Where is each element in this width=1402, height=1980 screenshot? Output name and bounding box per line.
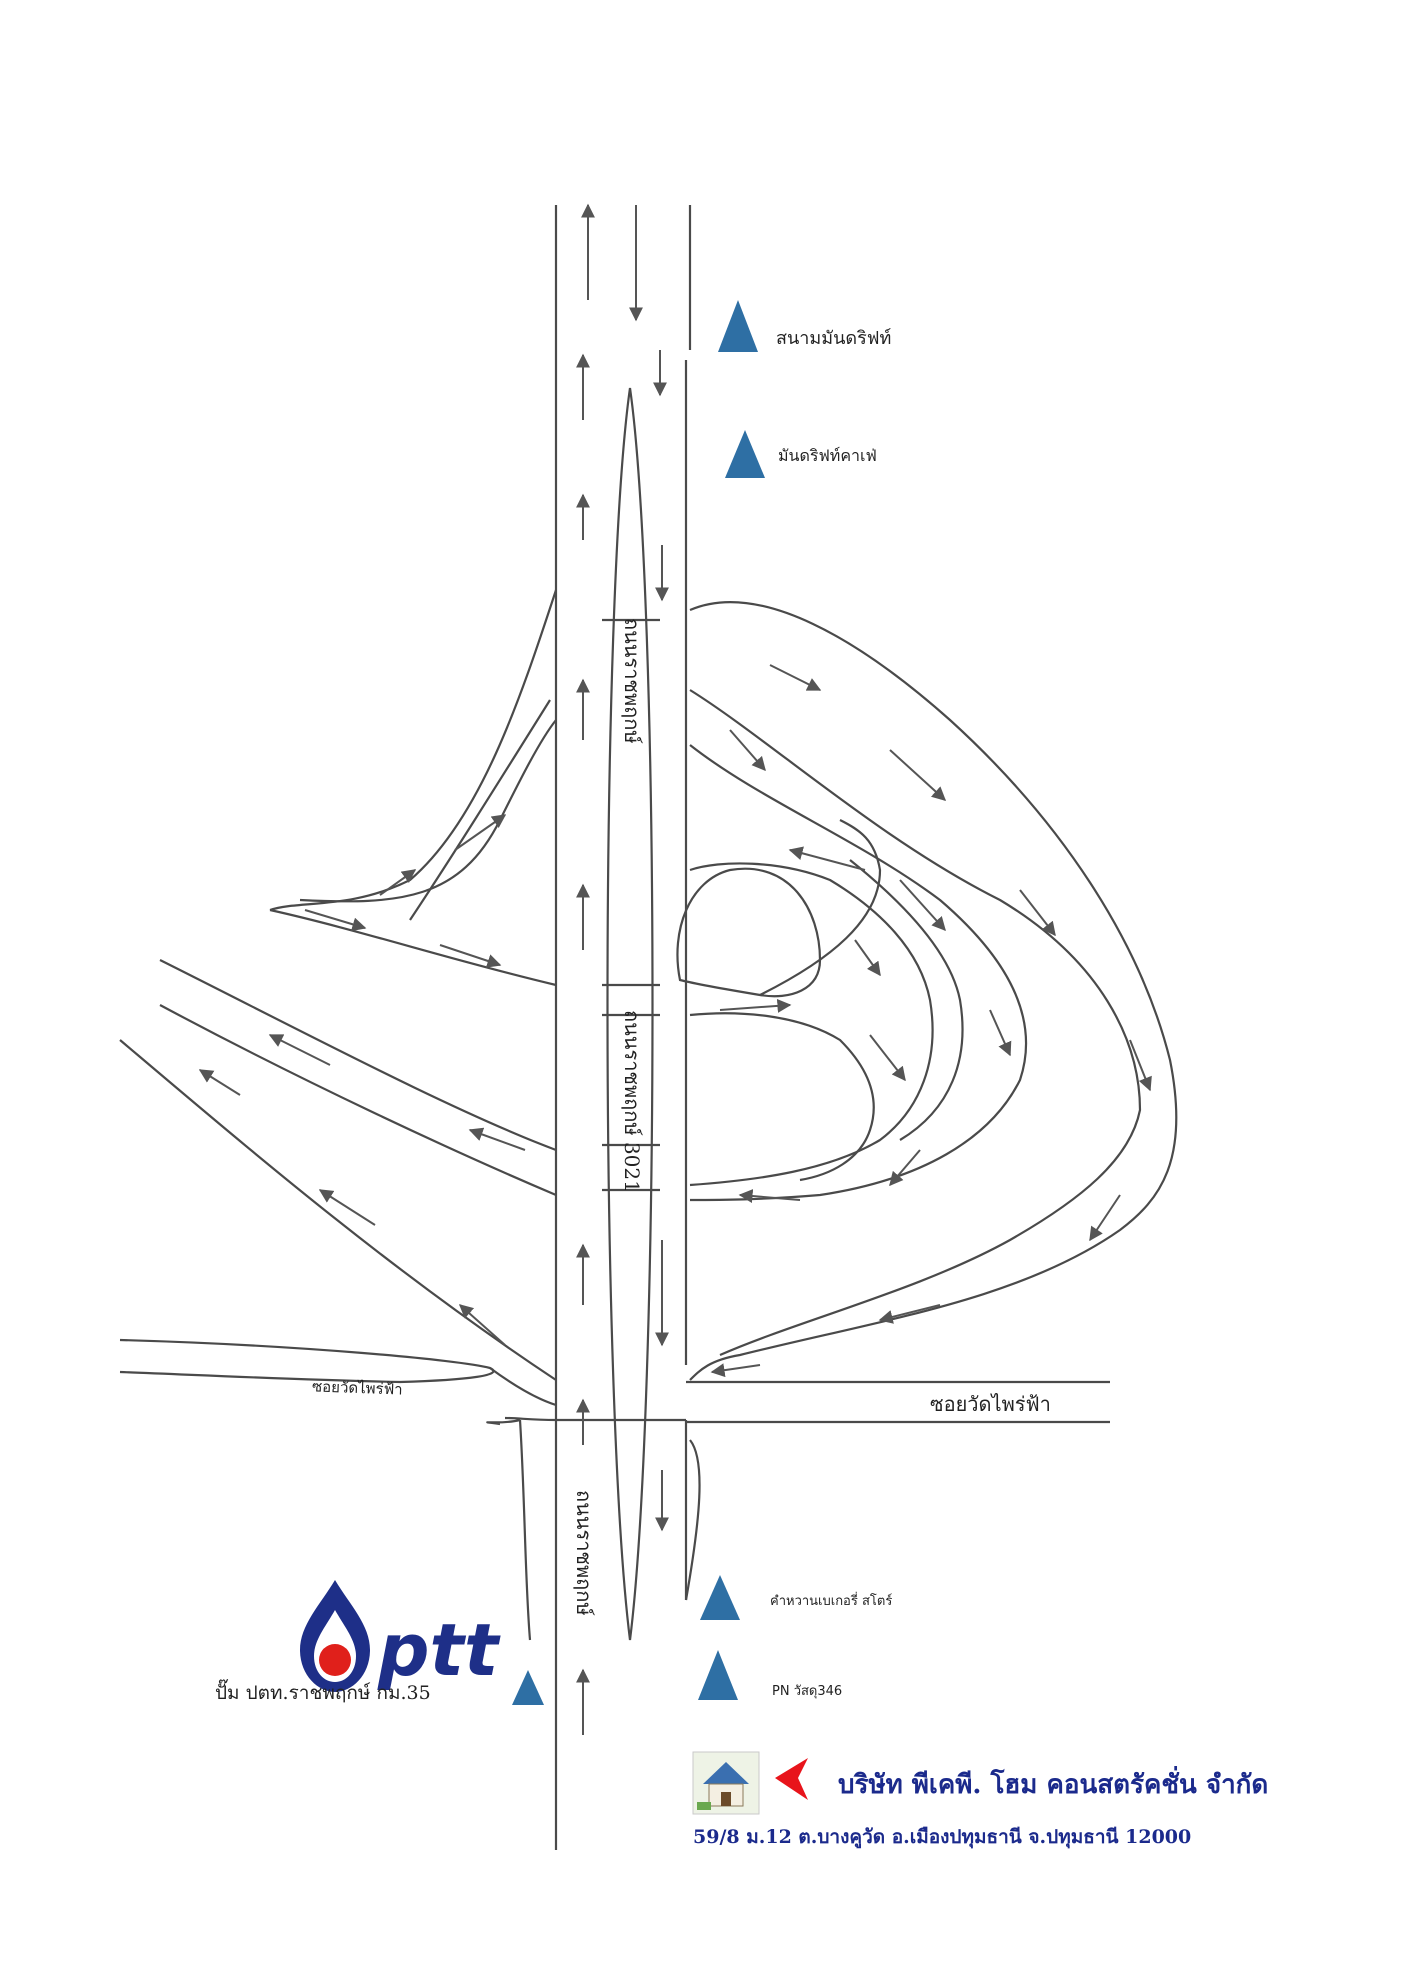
ptt-flame-logo-icon: ptt	[300, 1580, 501, 1692]
main-road	[554, 205, 701, 1850]
triangle-marker-icon	[725, 430, 765, 478]
right-ramps	[676, 601, 1178, 1381]
left-ramps	[119, 589, 558, 1381]
median	[606, 387, 654, 1641]
landmark-label-pn-material: PN วัสดุ346	[772, 1684, 843, 1699]
road-label-main-upper: ถนนราชพฤกษ์	[620, 618, 644, 744]
triangle-marker-icon	[698, 1650, 738, 1700]
loop-ramp	[676, 867, 822, 998]
triangle-marker-icon	[512, 1670, 544, 1705]
house-icon	[692, 1751, 760, 1815]
triangle-marker-icon	[700, 1575, 740, 1620]
red-arrow-pointer-icon	[775, 1758, 808, 1800]
traffic-arrows	[198, 203, 1152, 1735]
landmark-label-ptt-station: ปั๊ม ปตท.ราชพฤกษ์ กม.35	[215, 1682, 431, 1704]
road-label-main-middle: ถนนราชพฤกษ์ 3021	[620, 1010, 644, 1193]
landmark-markers	[512, 300, 765, 1705]
triangle-marker-icon	[718, 300, 758, 352]
ptt-wordmark: ptt	[377, 1608, 501, 1692]
landmark-label-bakery: คำหวานเบเกอรี่ สโตร์	[770, 1594, 893, 1609]
landmark-label-mun-drift-cafe: มันดริฟท์คาเฟ่	[778, 446, 877, 465]
road-label-main-lower: ถนนราชพฤกษ์	[572, 1490, 596, 1616]
road-label-soi-right: ซอยวัดไพร่ฟ้า	[930, 1392, 1051, 1416]
landmark-label-mun-drift: สนามมันดริฟท์	[776, 328, 892, 349]
company-address: 59/8 ม.12 ต.บางคูวัด อ.เมืองปทุมธานี จ.ป…	[693, 1826, 1192, 1848]
road-label-soi-left: ซอยวัดไพร่ฟ้า	[311, 1377, 403, 1399]
company-name: บริษัท พีเคพี. โฮม คอนสตรัคชั่น จำกัด	[838, 1770, 1269, 1800]
soi-road	[119, 1338, 1110, 1641]
